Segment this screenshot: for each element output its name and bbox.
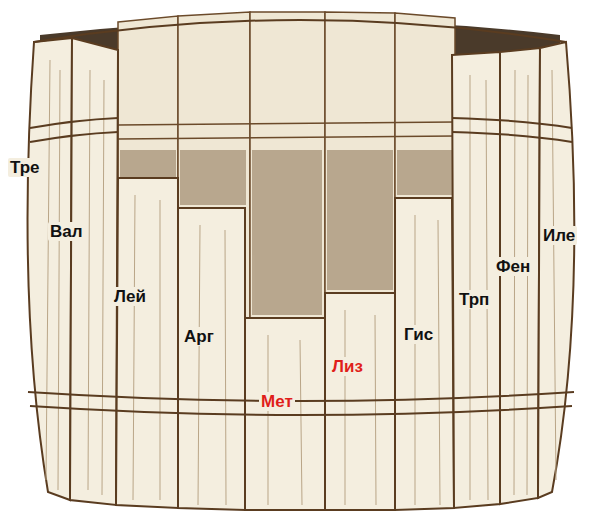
amino-acid-label: Иле [541,226,577,245]
amino-acid-label: Фен [494,257,532,276]
amino-acid-label: Вал [48,222,85,241]
amino-acid-label: Трп [457,290,491,309]
amino-acid-label: Тре [8,158,42,177]
amino-acid-label: Мет [259,392,295,411]
amino-acid-label: Лиз [330,357,365,376]
amino-acid-label: Арг [182,327,216,346]
amino-acid-label: Лей [112,287,148,306]
amino-acid-label: Гис [402,325,435,344]
